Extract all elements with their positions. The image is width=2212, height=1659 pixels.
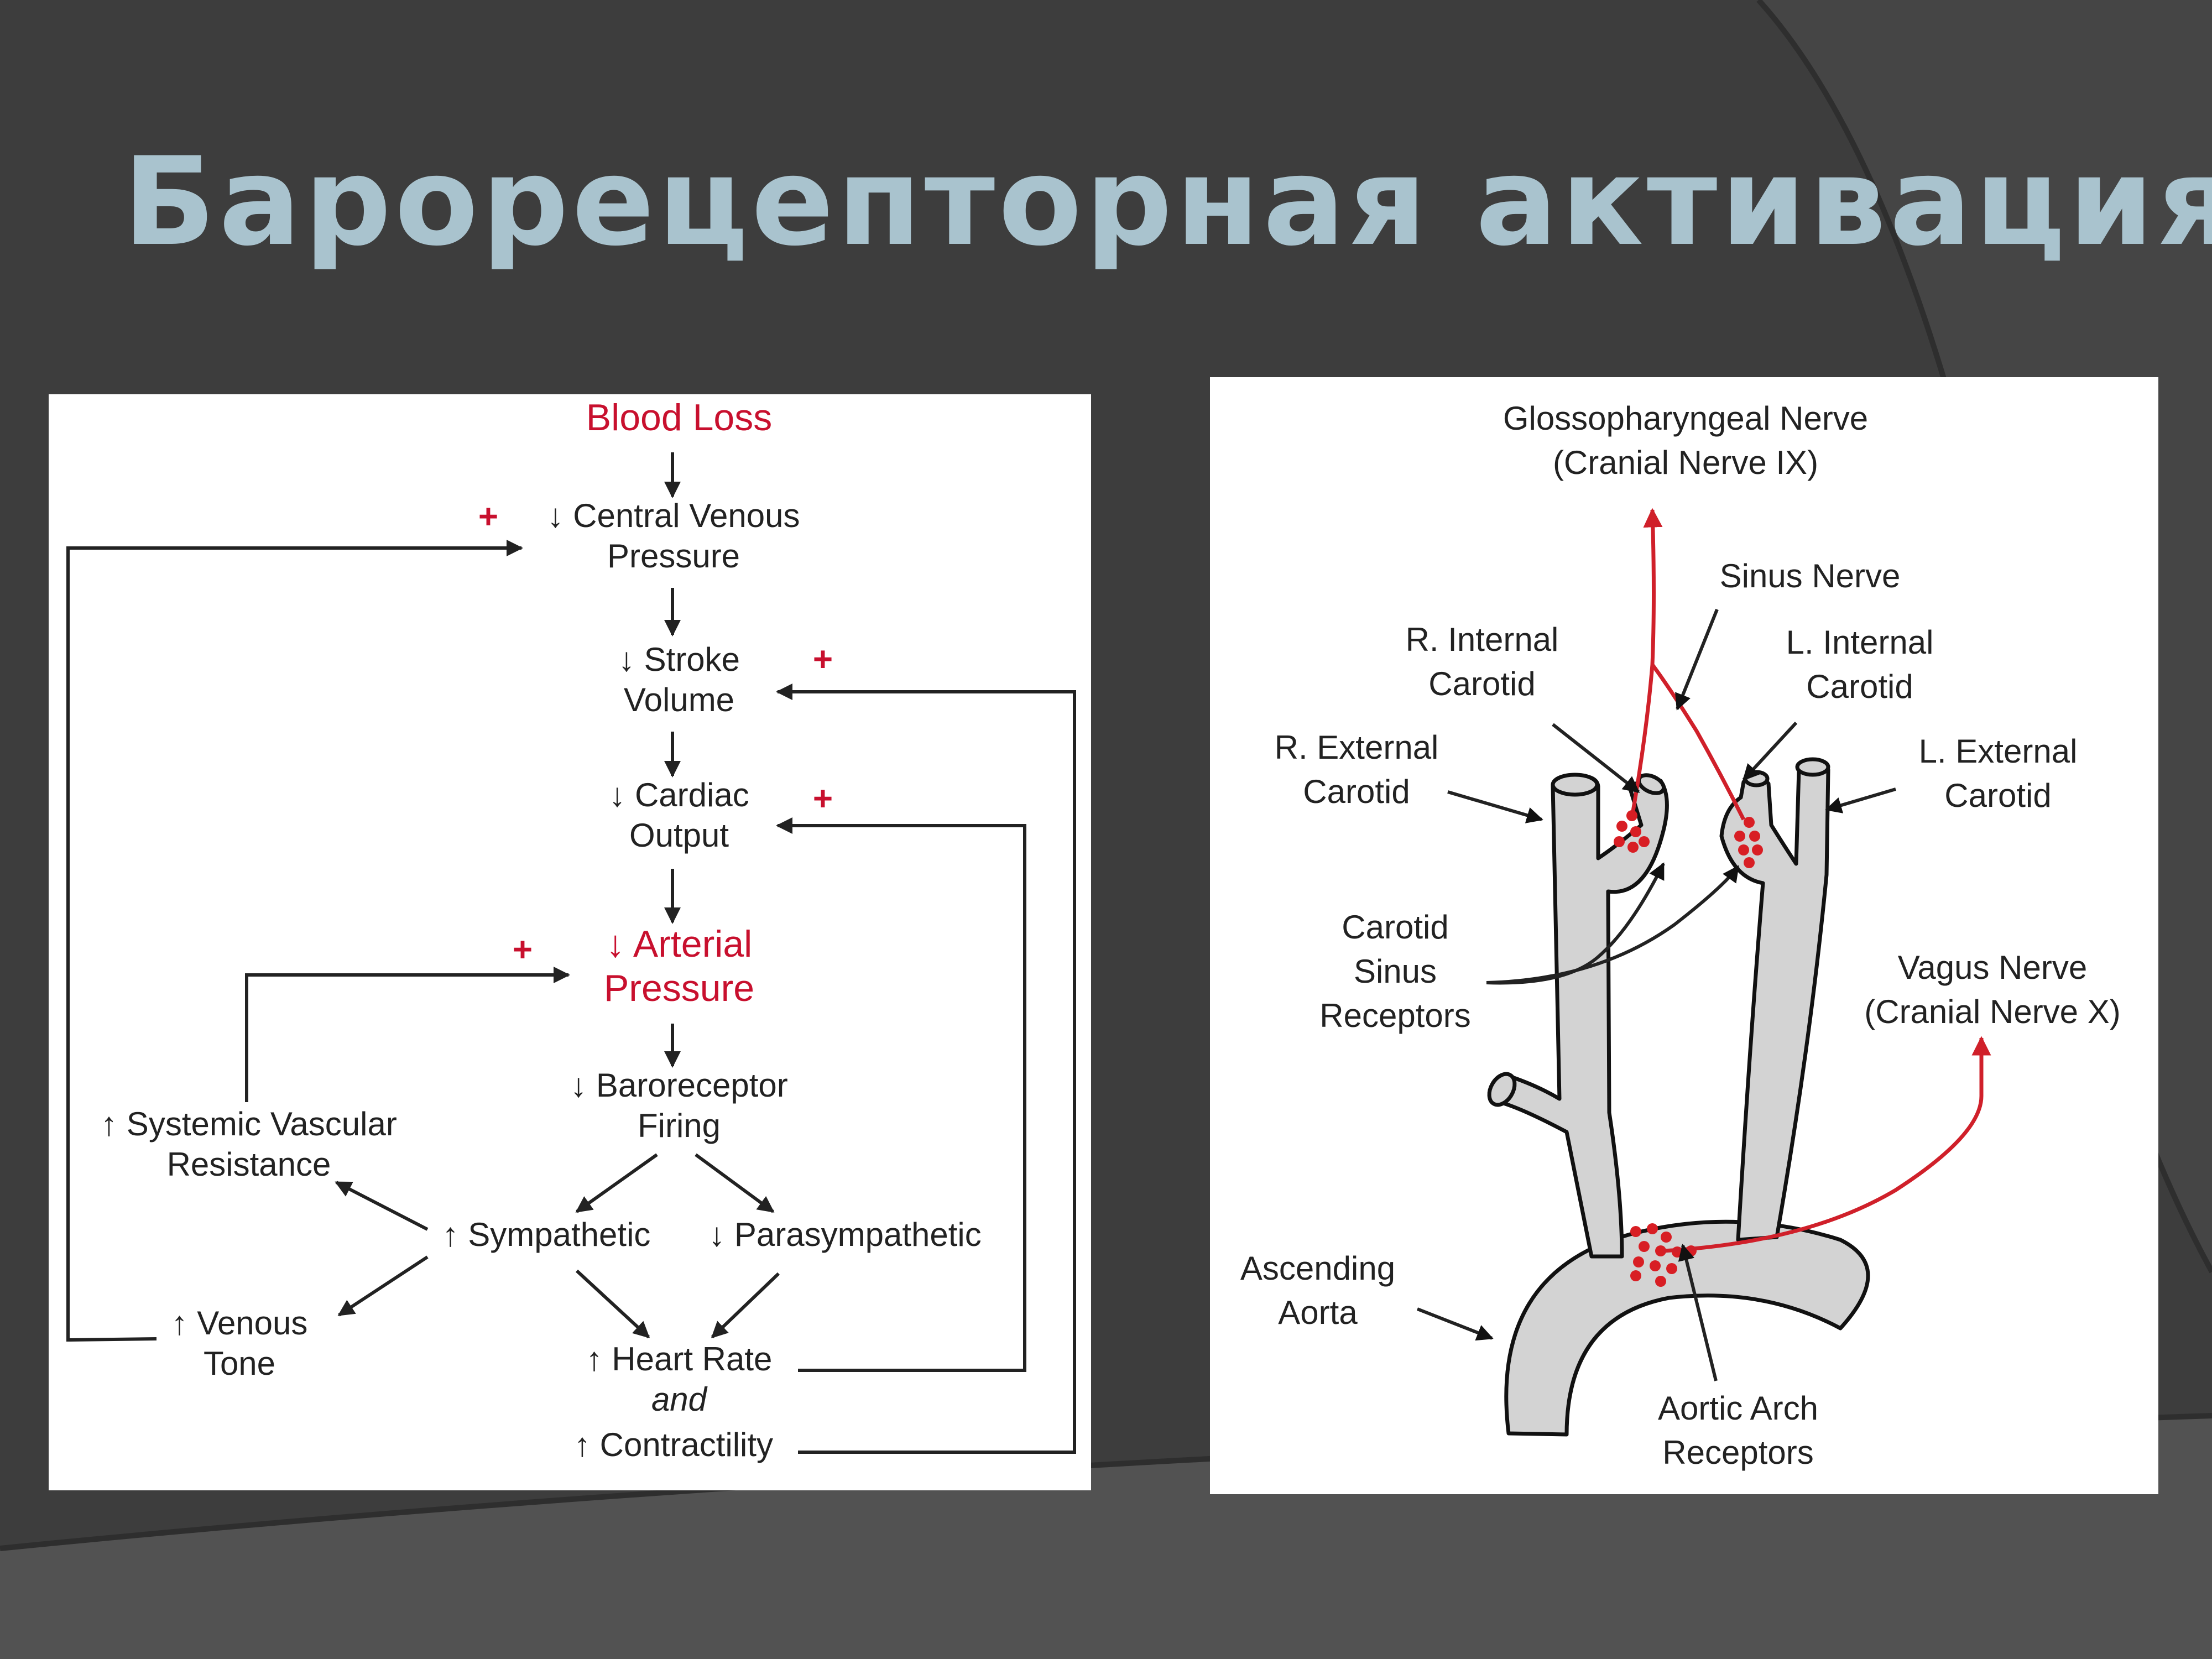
systemic-vascular-resistance-node: ↑ Systemic Vascular Resistance [101,1105,397,1183]
sinus-nerve-line [1651,663,1746,821]
svg-text:Ascending: Ascending [1240,1250,1395,1287]
svg-text:R. External: R. External [1275,729,1439,766]
svg-text:↓ Arterial: ↓ Arterial [606,923,753,965]
glossopharyngeal-nerve-line [1631,508,1663,812]
vagus-nerve-label: Vagus Nerve (Cranial Nerve X) [1864,949,2120,1030]
svg-text:(Cranial Nerve X): (Cranial Nerve X) [1864,993,2120,1030]
sympathetic-node: ↑ Sympathetic [442,1216,651,1253]
svg-text:+: + [513,931,533,969]
svg-text:↓ Cardiac: ↓ Cardiac [609,776,749,813]
l-external-carotid-label: L. External Carotid [1919,733,2078,814]
svg-text:↑ Contractility: ↑ Contractility [574,1426,773,1463]
svg-text:Glossopharyngeal Nerve: Glossopharyngeal Nerve [1503,400,1868,437]
slide-title: Барорецепторная активация [123,131,2212,273]
svg-text:and: and [651,1381,708,1418]
svg-text:R. Internal: R. Internal [1406,621,1559,658]
baroreceptor-anatomy-diagram: Glossopharyngeal Nerve (Cranial Nerve IX… [1210,377,2158,1494]
l-internal-carotid-label: L. Internal Carotid [1786,624,1934,705]
blood-loss-label: Blood Loss [586,397,772,439]
svg-text:L. Internal: L. Internal [1786,624,1934,661]
svg-text:+: + [478,498,498,536]
svg-text:↓ Central Venous: ↓ Central Venous [547,497,800,534]
svg-text:Sinus: Sinus [1354,953,1437,990]
venous-tone-node: ↑ Venous Tone [171,1305,308,1382]
svg-text:Carotid: Carotid [1944,777,2051,814]
svg-text:↓ Stroke: ↓ Stroke [618,641,740,678]
svg-text:Carotid: Carotid [1342,909,1448,946]
central-venous-pressure-node: ↓ Central Venous Pressure [547,497,800,575]
svg-text:↑ Systemic Vascular: ↑ Systemic Vascular [101,1105,397,1142]
svg-text:Carotid: Carotid [1428,665,1535,702]
vagus-nerve-line [1663,1036,1991,1253]
carotid-sinus-receptors-label: Carotid Sinus Receptors [1319,909,1470,1034]
baroreceptor-firing-node: ↓ Baroreceptor Firing [570,1067,788,1144]
positive-feedback-signs: + + + + [478,498,833,969]
svg-text:↑ Heart Rate: ↑ Heart Rate [586,1340,773,1378]
svg-text:L. External: L. External [1919,733,2078,770]
svg-text:Receptors: Receptors [1662,1434,1813,1471]
svg-text:+: + [813,640,833,679]
carotid-sinus-receptor-dots [1614,810,1763,868]
arterial-pressure-node: ↓ Arterial Pressure [604,923,754,1009]
svg-text:Tone: Tone [204,1345,275,1382]
aortic-arch-receptors-label: Aortic Arch Receptors [1658,1390,1818,1471]
parasympathetic-node: ↓ Parasympathetic [708,1216,982,1253]
sinus-nerve-label: Sinus Nerve [1720,557,1901,594]
svg-text:↑ Venous: ↑ Venous [171,1305,308,1342]
svg-text:Volume: Volume [624,681,734,718]
svg-text:Output: Output [629,817,729,854]
svg-text:Resistance: Resistance [167,1146,331,1183]
flow-arrows [335,452,780,1339]
baroreflex-flowchart: Blood Loss ↓ Central Venous Pressure ↓ S… [49,394,1091,1490]
svg-text:↓ Baroreceptor: ↓ Baroreceptor [570,1067,788,1104]
heart-rate-contractility-node: ↑ Heart Rate and ↑ Contractility [574,1340,773,1463]
r-external-carotid-label: R. External Carotid [1275,729,1439,810]
pointer-arrows [1416,608,1896,1381]
svg-text:Vagus Nerve: Vagus Nerve [1898,949,2087,986]
r-internal-carotid-label: R. Internal Carotid [1406,621,1559,702]
svg-text:Aorta: Aorta [1278,1294,1358,1331]
cardiac-output-node: ↓ Cardiac Output [609,776,749,854]
svg-text:Pressure: Pressure [607,538,740,575]
svg-text:Aortic Arch: Aortic Arch [1658,1390,1818,1427]
svg-text:(Cranial Nerve IX): (Cranial Nerve IX) [1553,444,1818,481]
svg-text:Carotid: Carotid [1303,773,1410,810]
svg-text:Firing: Firing [638,1107,721,1144]
svg-text:Pressure: Pressure [604,967,754,1009]
svg-text:Receptors: Receptors [1319,997,1470,1034]
svg-text:+: + [813,780,833,818]
svg-text:Carotid: Carotid [1806,668,1913,705]
stroke-volume-node: ↓ Stroke Volume [618,641,740,718]
feedback-loops [66,540,1076,1454]
ascending-aorta-label: Ascending Aorta [1240,1250,1395,1331]
right-carotid-shape [1495,773,1669,1259]
glossopharyngeal-nerve-label: Glossopharyngeal Nerve (Cranial Nerve IX… [1503,400,1868,481]
aortic-arch-shape [1504,1219,1870,1437]
